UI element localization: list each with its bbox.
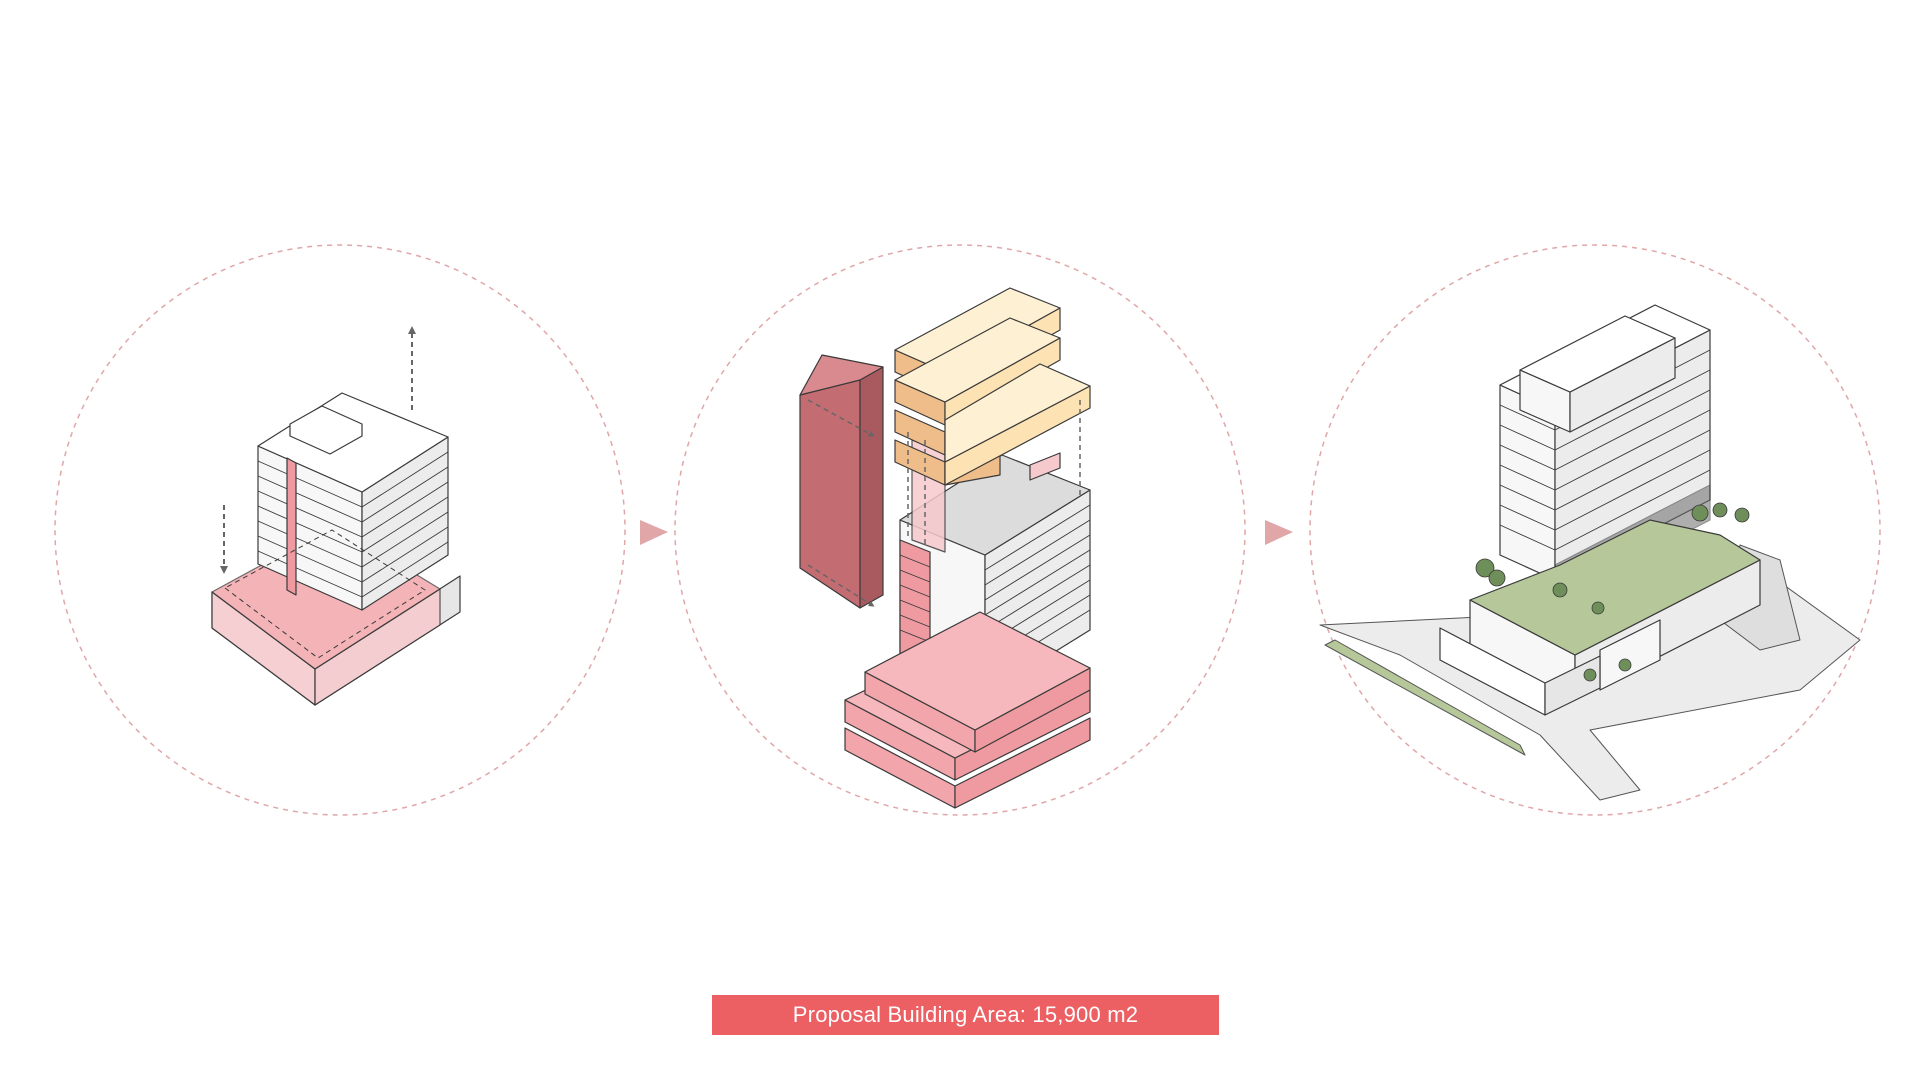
pink-slab (799, 354, 884, 609)
area-caption-text: Proposal Building Area: 15,900 m2 (792, 1002, 1139, 1027)
floating-bars (894, 287, 1091, 486)
triangle-arrow-right-icon (1265, 520, 1293, 545)
green-roof (1469, 519, 1761, 656)
triangle-arrow-right-icon (640, 520, 668, 545)
step-2-diagram (674, 244, 1246, 816)
step-3-tower (1499, 304, 1711, 601)
step-3-diagram (1309, 244, 1881, 816)
step-1-circle (54, 244, 626, 816)
trees (1475, 502, 1750, 682)
base-bars (844, 611, 1091, 809)
step-1-building (211, 392, 461, 706)
step-2-circle (674, 244, 1246, 816)
step-1-diagram (54, 244, 626, 816)
step-3-circle (1309, 244, 1881, 816)
area-caption-bar: Proposal Building Area: 15,900 m2 (712, 995, 1219, 1035)
